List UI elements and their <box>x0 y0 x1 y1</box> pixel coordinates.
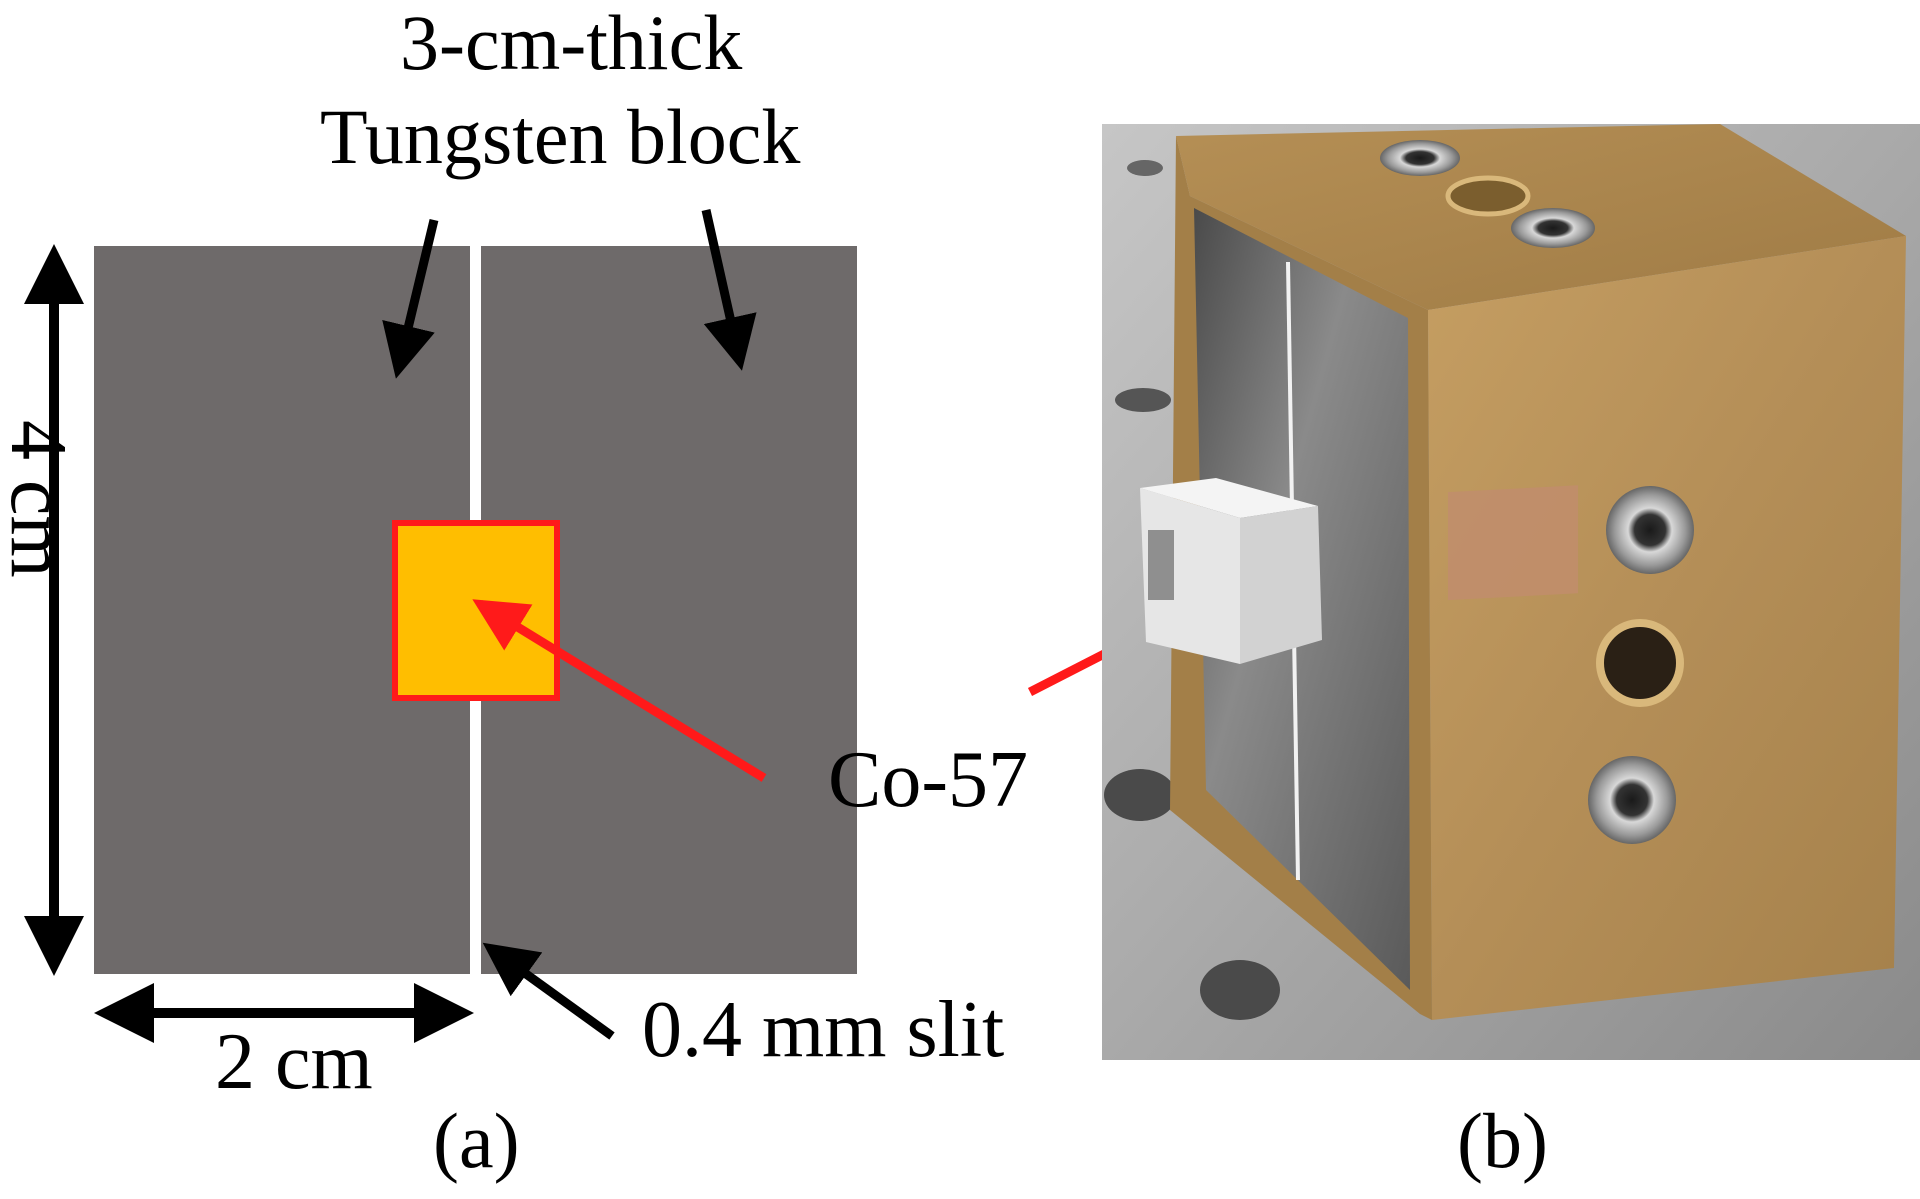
block-title-line-2: Tungsten block <box>320 93 801 180</box>
table-hole-icon <box>1104 769 1176 821</box>
table-hole-icon <box>1200 960 1280 1020</box>
block-title-line-1: 3-cm-thick <box>400 0 743 86</box>
screw-icon <box>1380 140 1460 176</box>
panel-b-label: (b) <box>1457 1097 1548 1184</box>
height-dimension-label: 4 cm <box>0 420 82 578</box>
block-pointer-arrow-left <box>382 218 439 379</box>
threaded-hole-icon <box>1445 175 1531 217</box>
brass-side-face <box>1428 236 1906 1020</box>
screw-icon <box>1588 756 1676 844</box>
screw-icon <box>1606 486 1694 574</box>
table-hole-icon <box>1115 388 1171 412</box>
screw-icon <box>1511 208 1595 248</box>
slit-label: 0.4 mm slit <box>642 986 1005 1074</box>
source-holder-cube-side <box>1240 506 1322 664</box>
source-holder-cube-top <box>1140 478 1318 518</box>
block-pointer-arrow-right <box>701 209 757 371</box>
tape-patch <box>1448 485 1578 601</box>
panel-a-label: (a) <box>433 1097 520 1184</box>
table-hole-icon <box>1127 160 1163 176</box>
source-label: Co-57 <box>828 736 1028 824</box>
co57-source <box>392 520 560 701</box>
source-pointer-arrow-diagram <box>472 599 767 782</box>
slit-pointer-arrow <box>482 942 615 1040</box>
source-holder-marking <box>1148 530 1174 600</box>
threaded-hole-icon <box>1596 619 1684 707</box>
photo-collimator <box>1102 124 1920 1060</box>
width-dimension-label: 2 cm <box>215 1018 373 1106</box>
